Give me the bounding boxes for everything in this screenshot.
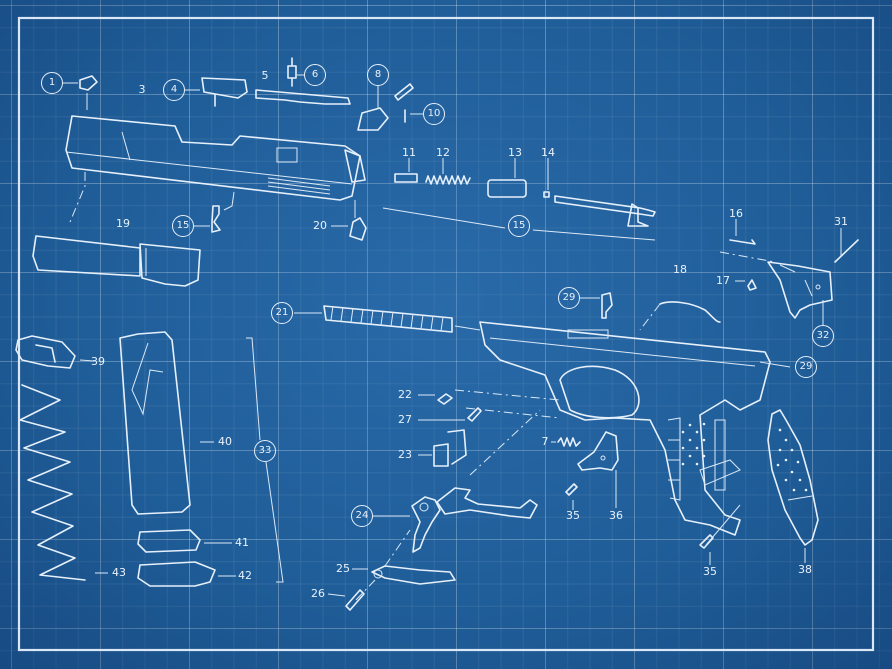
recoil-spring-part <box>294 305 481 333</box>
part-15-shape <box>211 205 221 233</box>
part-label-1: 1 <box>41 72 63 94</box>
part-label-20: 20 <box>313 219 327 232</box>
magazine-body <box>119 331 191 515</box>
guide-rod-group <box>382 158 656 241</box>
part-label-41: 41 <box>235 536 249 549</box>
part-label-24: 24 <box>351 505 373 527</box>
part-label-35: 35 <box>566 509 580 522</box>
part-label-27: 27 <box>398 413 412 426</box>
part-label-39: 39 <box>91 355 105 368</box>
part-label-16: 16 <box>729 207 743 220</box>
part-label-11: 11 <box>402 146 416 159</box>
part-label-3: 3 <box>138 83 146 96</box>
pin-27-shape <box>467 407 482 422</box>
part-label-40: 40 <box>218 435 232 448</box>
part-label-13: 13 <box>508 146 522 159</box>
barrel-part <box>32 235 201 287</box>
part-41-shape <box>137 529 201 553</box>
part-label-38: 38 <box>798 563 812 576</box>
magazine-group <box>15 331 284 587</box>
pin-22-shape <box>437 393 453 405</box>
pistol-frame-part <box>479 321 791 536</box>
part-label-43: 43 <box>112 566 126 579</box>
part-label-35: 35 <box>703 565 717 578</box>
part-label-14: 14 <box>541 146 555 159</box>
trigger-group-part <box>327 487 538 611</box>
part-label-42: 42 <box>238 569 252 582</box>
part-label-29: 29 <box>795 356 817 378</box>
part-42-shape <box>137 561 216 587</box>
part-label-10: 10 <box>423 103 445 125</box>
part-label-12: 12 <box>436 146 450 159</box>
part-20-shape <box>349 217 367 241</box>
part-label-29: 29 <box>558 287 580 309</box>
part-39-shape <box>15 335 76 369</box>
part-label-5: 5 <box>261 69 269 82</box>
grip-texture <box>681 422 706 466</box>
part-5-shape <box>255 89 351 105</box>
part-label-8: 8 <box>367 64 389 86</box>
magazine-spring <box>19 384 86 581</box>
part-8-shape <box>357 83 414 131</box>
part-label-22: 22 <box>398 388 412 401</box>
part-label-33: 33 <box>254 440 276 462</box>
part-6-shape <box>287 57 297 87</box>
part-label-4: 4 <box>163 79 185 101</box>
part-label-26: 26 <box>311 587 325 600</box>
part-label-15: 15 <box>172 215 194 237</box>
part-label-18: 18 <box>673 263 687 276</box>
slide-part <box>65 115 366 201</box>
part-1-shape <box>79 75 98 91</box>
drawing-frame <box>17 16 875 652</box>
part-label-32: 32 <box>812 325 834 347</box>
part-23-shape <box>433 429 467 467</box>
rear-module-part <box>719 219 859 325</box>
part-label-23: 23 <box>398 448 412 461</box>
part-4-shape <box>201 77 248 107</box>
part-label-21: 21 <box>271 302 293 324</box>
part-label-36: 36 <box>609 509 623 522</box>
part-label-6: 6 <box>304 64 326 86</box>
part-label-7: 7 <box>541 435 549 448</box>
part-label-25: 25 <box>336 562 350 575</box>
pin-35-shape <box>565 483 578 496</box>
grip-panel-part <box>767 409 819 563</box>
part-label-15: 15 <box>508 215 530 237</box>
part-label-19: 19 <box>116 217 130 230</box>
part-36-shape <box>577 431 619 471</box>
part-label-31: 31 <box>834 215 848 228</box>
part-29-shape <box>601 292 613 319</box>
part-label-17: 17 <box>716 274 730 287</box>
